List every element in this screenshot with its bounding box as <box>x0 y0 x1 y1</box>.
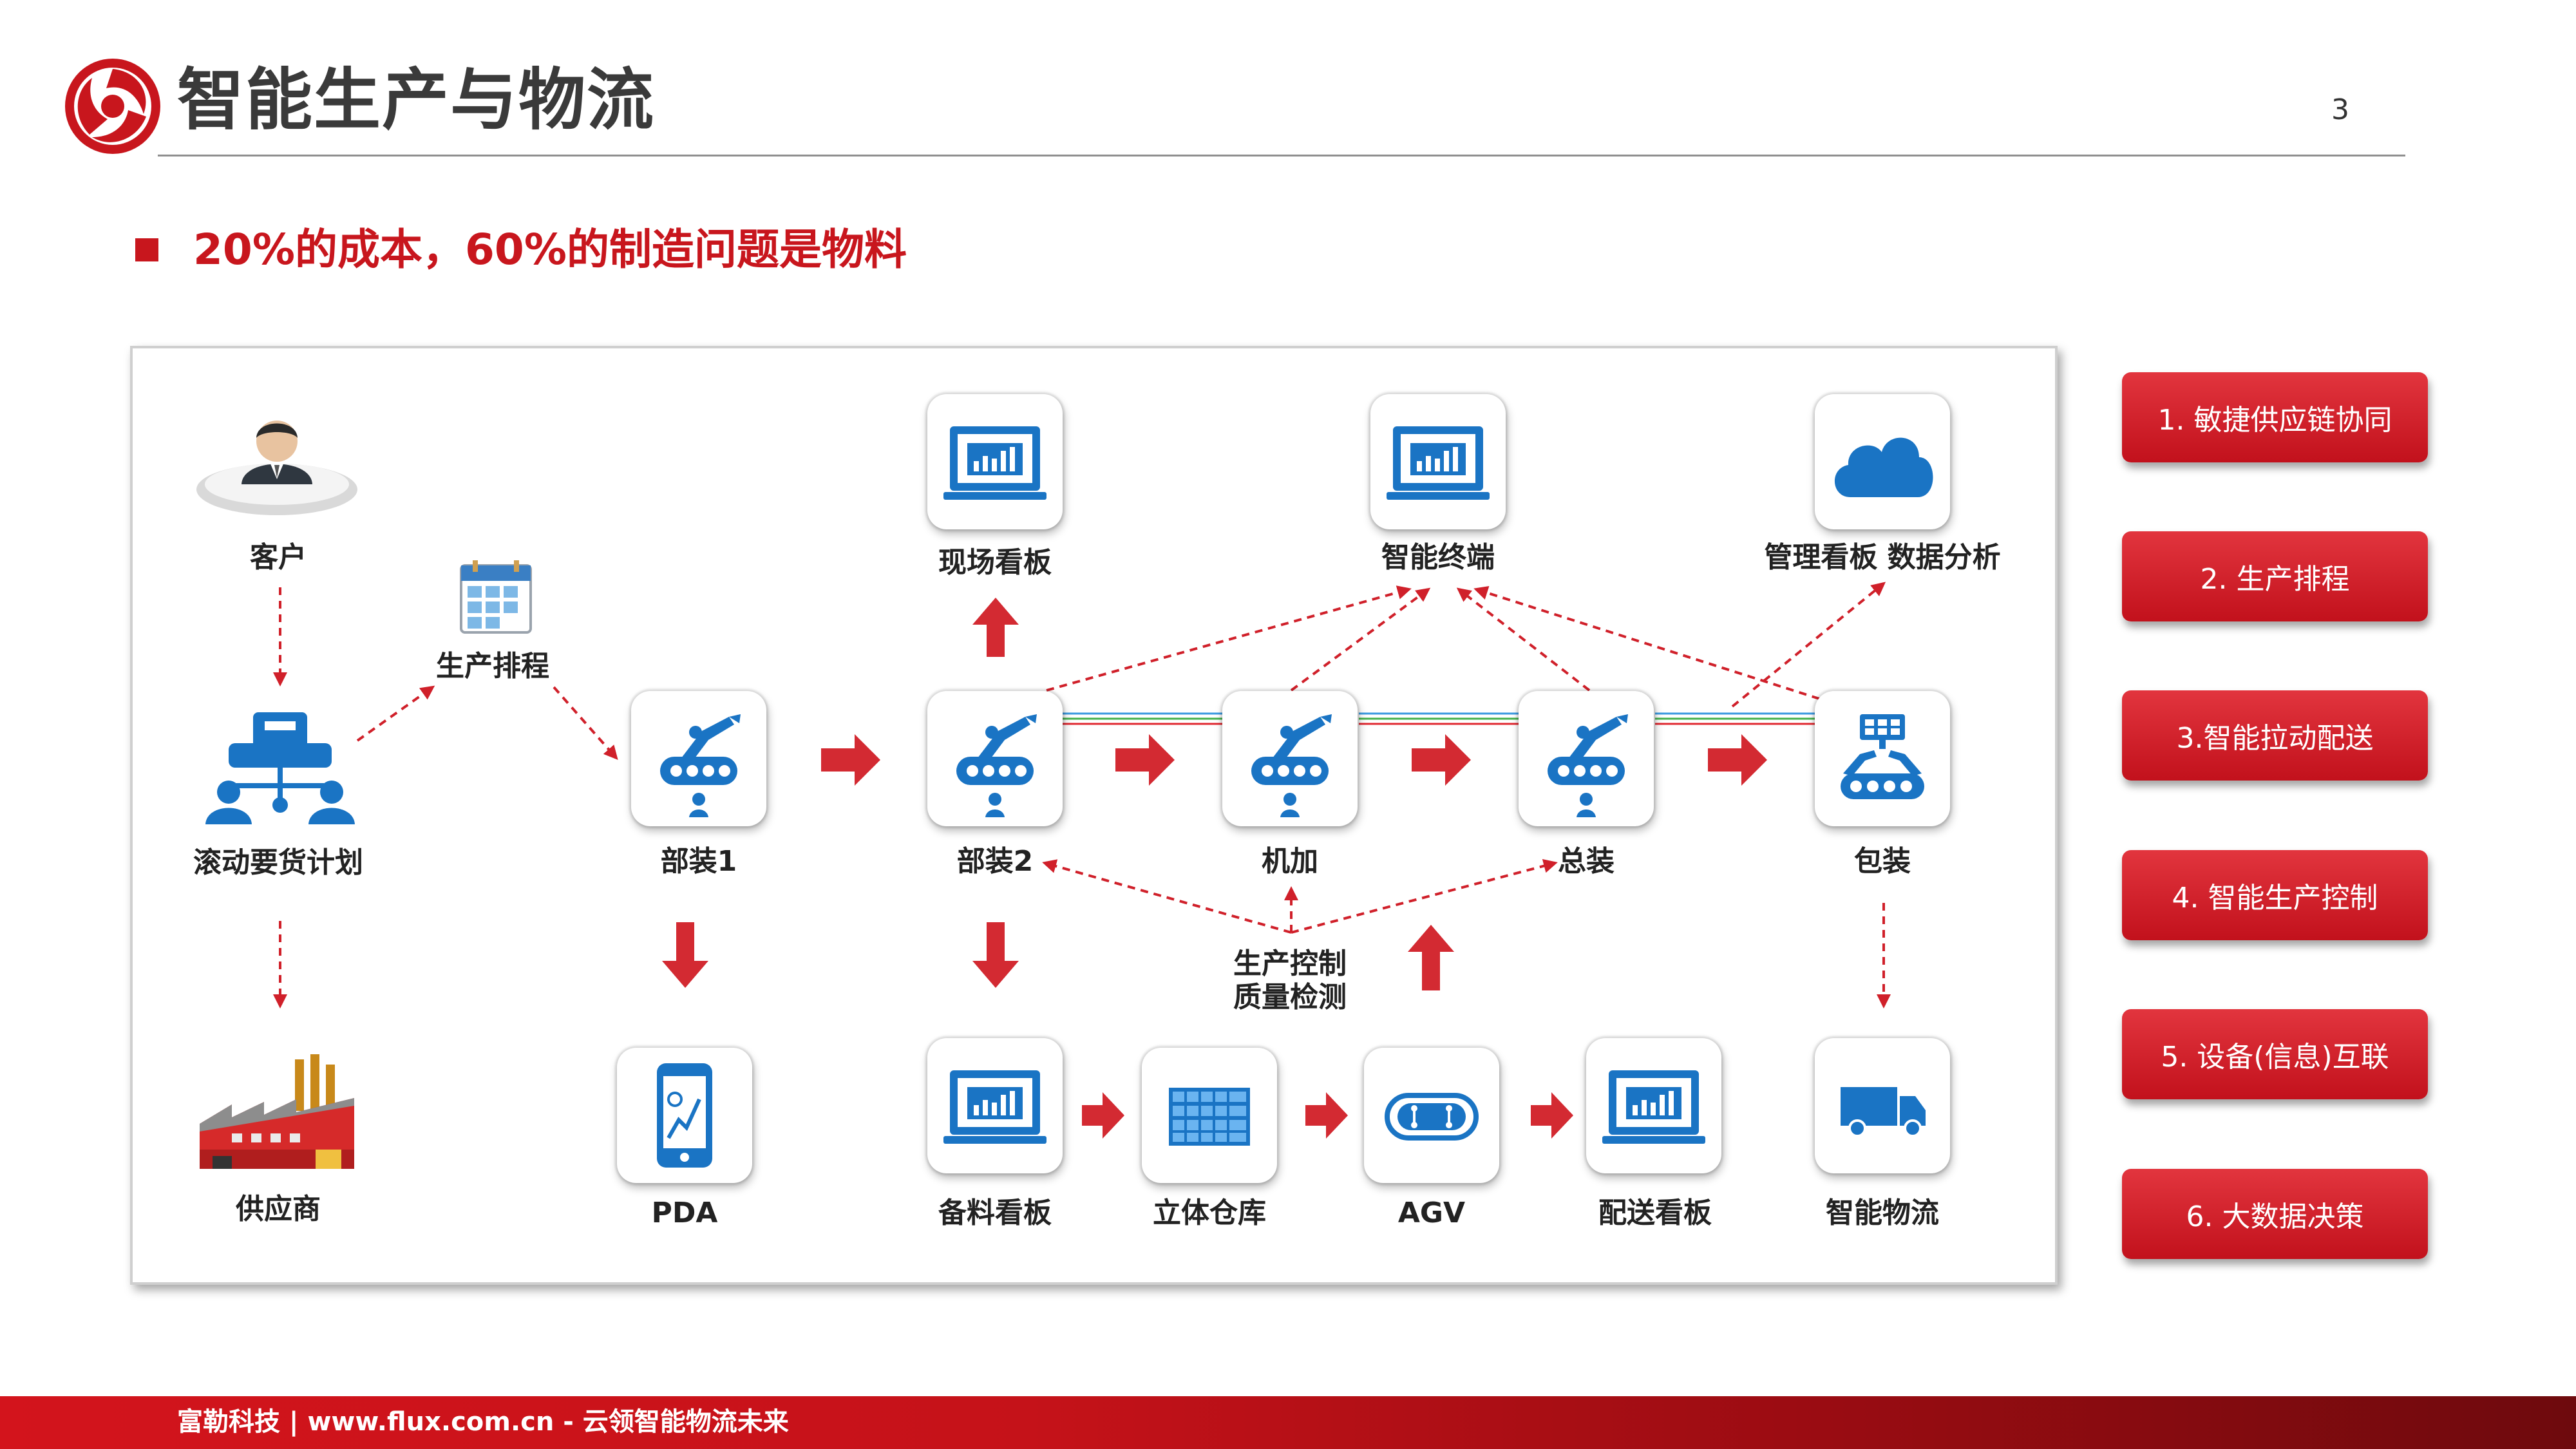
schedule-label: 生产排程 <box>436 650 549 683</box>
company-logo <box>61 55 164 158</box>
supplier-label: 供应商 <box>236 1193 321 1226</box>
flow-diagram-panel <box>130 346 2058 1285</box>
footer-bar <box>0 1396 2576 1449</box>
assembly2-tile <box>927 691 1063 826</box>
smart-terminal-tile <box>1370 394 1506 529</box>
phone-icon <box>657 1063 712 1168</box>
material-board-label: 备料看板 <box>938 1197 1052 1229</box>
robot-arm-icon <box>1251 714 1332 817</box>
robot-arm-icon <box>956 714 1037 817</box>
site-board-label: 现场看板 <box>938 546 1052 579</box>
truck-icon <box>1841 1087 1926 1137</box>
final-assembly-tile <box>1519 691 1654 826</box>
monitor-chart-icon <box>1387 426 1490 500</box>
customer-icon <box>190 412 364 522</box>
machining-label: 机加 <box>1262 845 1318 878</box>
side-button-device-interconnect[interactable]: 5. 设备(信息)互联 <box>2122 1009 2428 1099</box>
agv-tile <box>1364 1048 1499 1183</box>
side-button-big-data[interactable]: 6. 大数据决策 <box>2122 1169 2428 1259</box>
control-label-line2: 质量检测 <box>1233 981 1347 1014</box>
cloud-tile <box>1815 394 1950 529</box>
material-board-tile <box>927 1038 1063 1173</box>
production-line-rails <box>1063 712 1815 725</box>
network-plan-icon <box>196 707 364 826</box>
machining-tile <box>1222 691 1358 826</box>
final-assembly-label: 总装 <box>1558 845 1615 878</box>
monitor-chart-icon <box>943 1070 1046 1144</box>
header-divider <box>158 155 2405 156</box>
agv-label: AGV <box>1397 1197 1466 1229</box>
site-board-tile <box>927 394 1063 529</box>
packing-label: 包装 <box>1854 845 1911 878</box>
subtitle: 20%的成本，60%的制造问题是物料 <box>193 225 907 274</box>
warehouse-tile <box>1142 1048 1277 1183</box>
delivery-board-tile <box>1586 1038 1721 1173</box>
smart-logistics-label: 智能物流 <box>1826 1197 1939 1229</box>
mgmt-board-label: 管理看板 数据分析 <box>1764 541 2001 574</box>
monitor-chart-icon <box>1602 1070 1705 1144</box>
packing-robot-icon <box>1841 714 1924 799</box>
side-button-pull-delivery[interactable]: 3.智能拉动配送 <box>2122 690 2428 781</box>
side-button-production-control[interactable]: 4. 智能生产控制 <box>2122 850 2428 940</box>
calendar-icon <box>457 559 535 636</box>
control-label-line1: 生产控制 <box>1233 947 1347 980</box>
assembly1-tile <box>631 691 766 826</box>
page-title: 智能生产与物流 <box>177 61 656 139</box>
warehouse-rack-icon <box>1169 1088 1250 1146</box>
assembly1-label: 部装1 <box>660 845 737 878</box>
delivery-board-label: 配送看板 <box>1598 1197 1712 1229</box>
smart-terminal-label: 智能终端 <box>1381 541 1495 574</box>
monitor-chart-icon <box>943 426 1046 500</box>
robot-arm-icon <box>660 714 741 817</box>
pda-label: PDA <box>651 1197 718 1229</box>
agv-icon <box>1385 1093 1479 1141</box>
logistics-tile <box>1815 1038 1950 1173</box>
side-button-scheduling[interactable]: 2. 生产排程 <box>2122 531 2428 621</box>
robot-arm-icon <box>1548 714 1628 817</box>
warehouse-label: 立体仓库 <box>1153 1197 1266 1229</box>
packing-tile <box>1815 691 1950 826</box>
side-button-supply-chain[interactable]: 1. 敏捷供应链协同 <box>2122 372 2428 462</box>
cloud-icon <box>1834 437 1933 497</box>
rolling-plan-label: 滚动要货计划 <box>193 846 363 879</box>
factory-icon <box>193 1053 364 1182</box>
footer-text: 富勒科技 | www.flux.com.cn - 云领智能物流未来 <box>177 1407 789 1437</box>
subtitle-bullet <box>135 238 158 261</box>
pda-tile <box>617 1048 752 1183</box>
page-number: 3 <box>2331 93 2349 126</box>
assembly2-label: 部装2 <box>956 845 1034 878</box>
customer-label: 客户 <box>250 541 307 574</box>
